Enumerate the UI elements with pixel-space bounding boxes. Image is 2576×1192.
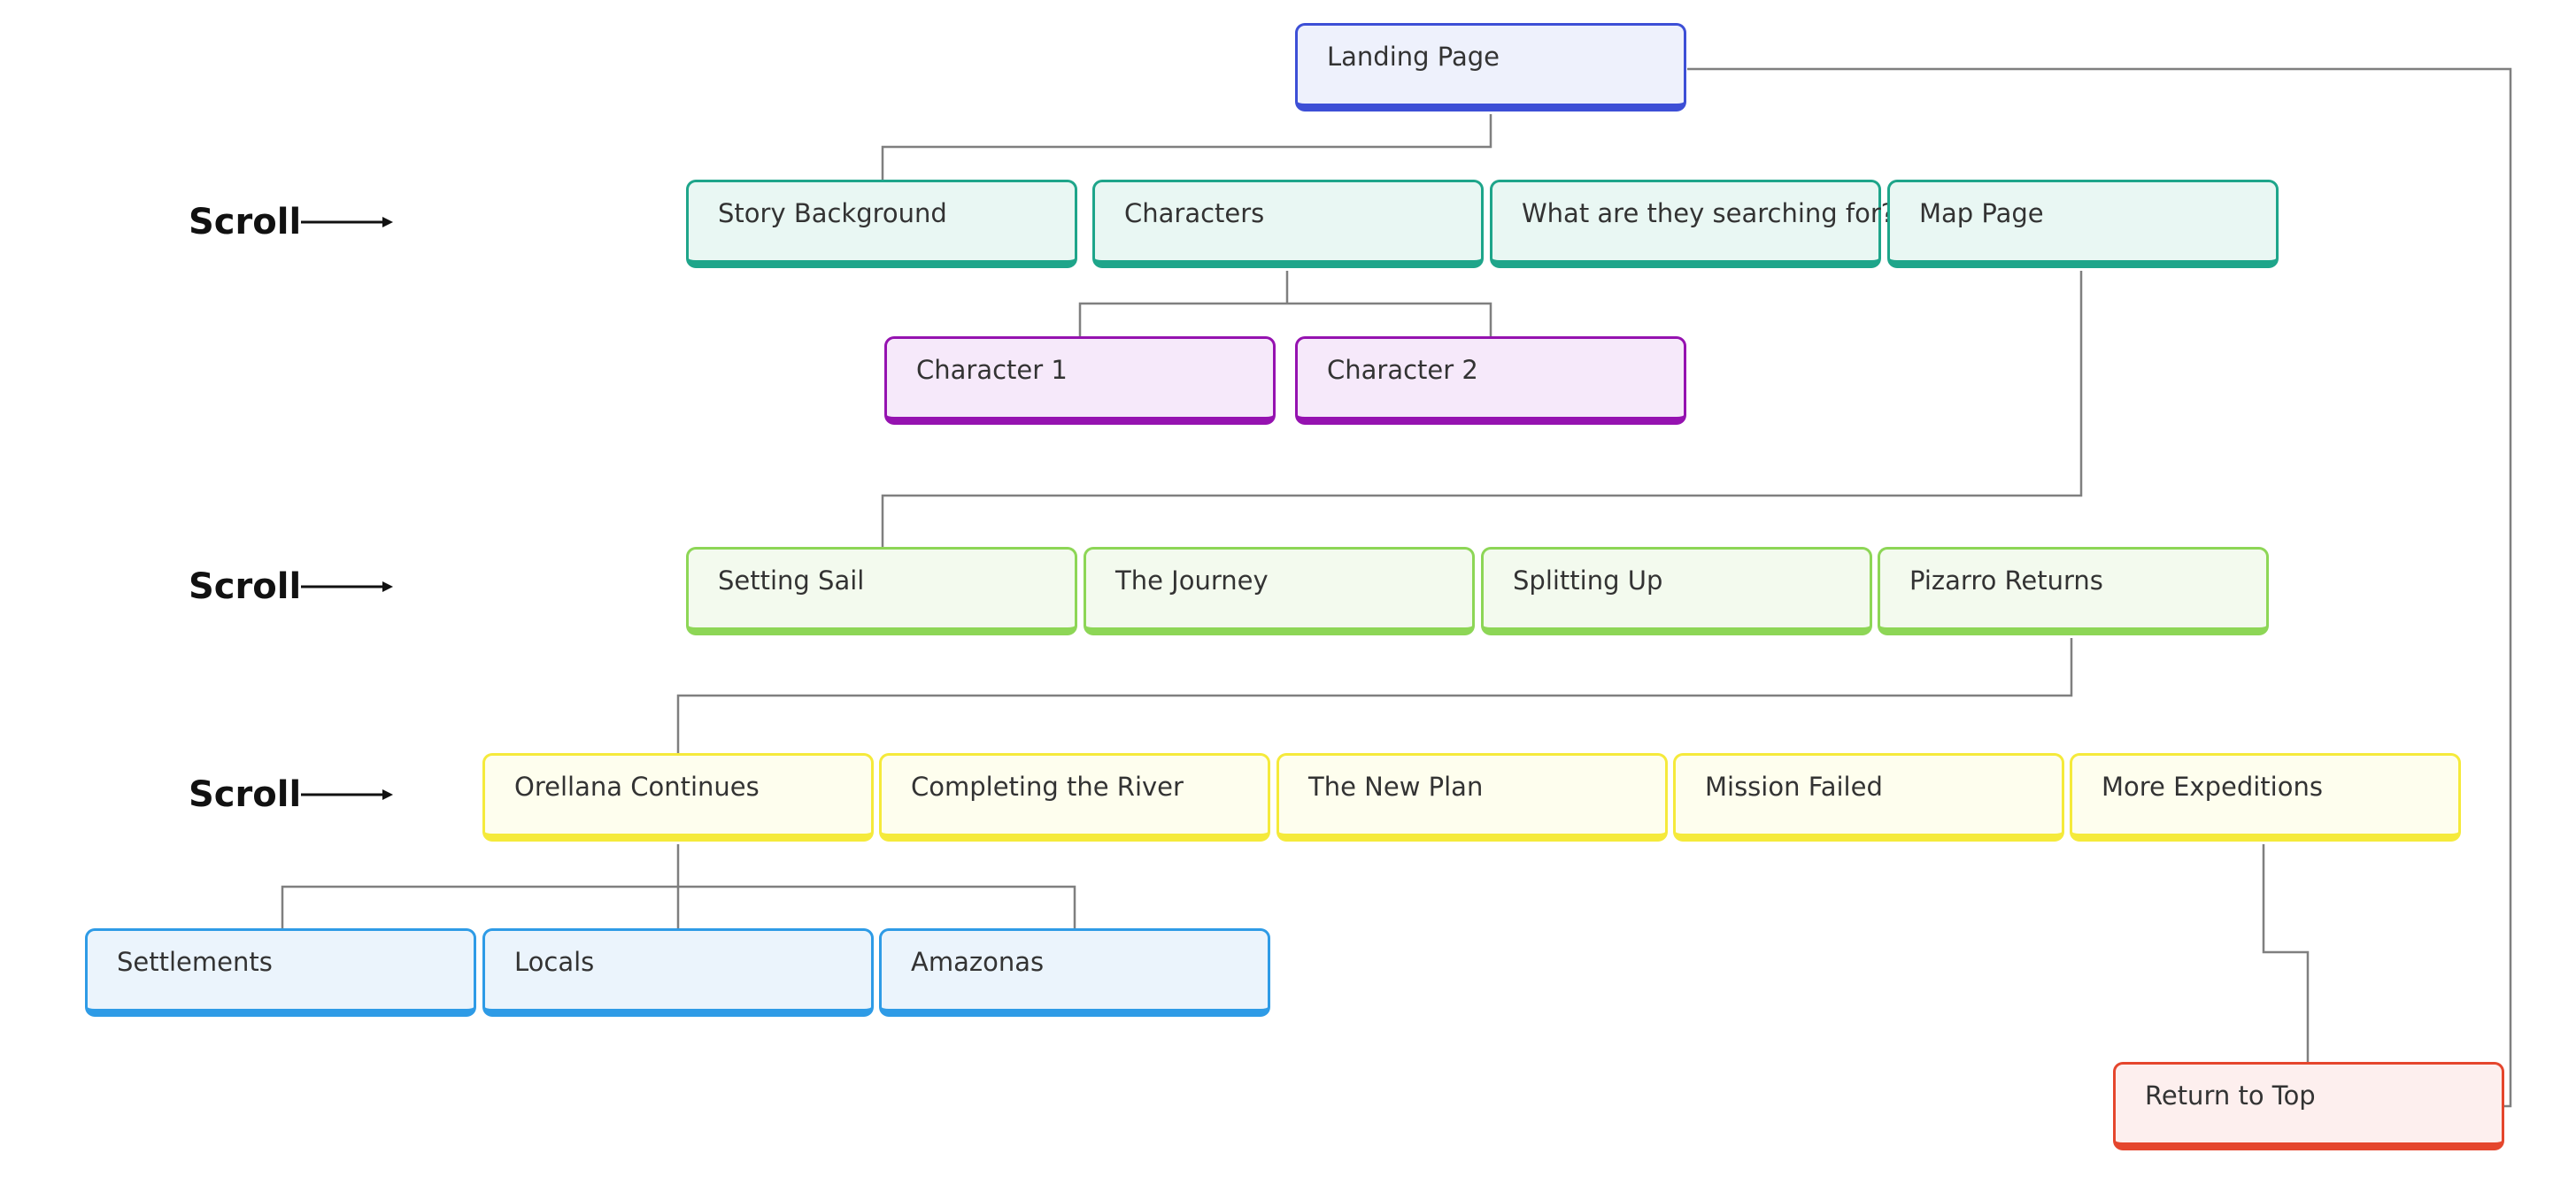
scroll-indicator-3: Scroll <box>189 774 394 815</box>
connector-pizarro-orellana <box>676 638 2073 753</box>
scroll-label: Scroll <box>189 202 302 242</box>
node-orellana-continues[interactable]: Orellana Continues <box>482 753 874 842</box>
node-mission-failed[interactable]: Mission Failed <box>1673 753 2064 842</box>
node-story-background[interactable]: Story Background <box>686 180 1077 268</box>
connector-orellana-children <box>281 885 1076 928</box>
node-locals[interactable]: Locals <box>482 928 874 1017</box>
node-return-to-top[interactable]: Return to Top <box>2113 1062 2504 1150</box>
scroll-indicator-2: Scroll <box>189 566 394 607</box>
scroll-label: Scroll <box>189 566 302 607</box>
node-amazonas[interactable]: Amazonas <box>879 928 1270 1017</box>
arrow-right-icon <box>301 581 394 592</box>
arrow-right-icon <box>301 217 394 227</box>
node-characters[interactable]: Characters <box>1092 180 1484 268</box>
connector-more-return <box>2262 844 2310 1062</box>
scroll-label: Scroll <box>189 774 302 815</box>
node-pizarro-returns[interactable]: Pizarro Returns <box>1878 547 2269 635</box>
node-character-1[interactable]: Character 1 <box>884 336 1276 425</box>
connector-characters-char1 <box>1078 302 1492 336</box>
connector-landing-story <box>881 114 1492 180</box>
node-landing-page[interactable]: Landing Page <box>1295 23 1686 112</box>
node-more-expeditions[interactable]: More Expeditions <box>2070 753 2461 842</box>
node-settlements[interactable]: Settlements <box>85 928 476 1017</box>
node-splitting-up[interactable]: Splitting Up <box>1481 547 1872 635</box>
node-completing-the-river[interactable]: Completing the River <box>879 753 1270 842</box>
arrow-right-icon <box>301 789 394 800</box>
node-what-are-they-searching-for[interactable]: What are they searching for? <box>1490 180 1894 268</box>
node-the-new-plan[interactable]: The New Plan <box>1276 753 1668 842</box>
node-character-2[interactable]: Character 2 <box>1295 336 1686 425</box>
node-the-journey[interactable]: The Journey <box>1084 547 1475 635</box>
node-setting-sail[interactable]: Setting Sail <box>686 547 1077 635</box>
connector-landing-return <box>1687 67 2512 1108</box>
scroll-indicator-1: Scroll <box>189 202 394 242</box>
node-map-page[interactable]: Map Page <box>1887 180 2279 268</box>
connector-map-settingsail <box>881 271 2083 547</box>
